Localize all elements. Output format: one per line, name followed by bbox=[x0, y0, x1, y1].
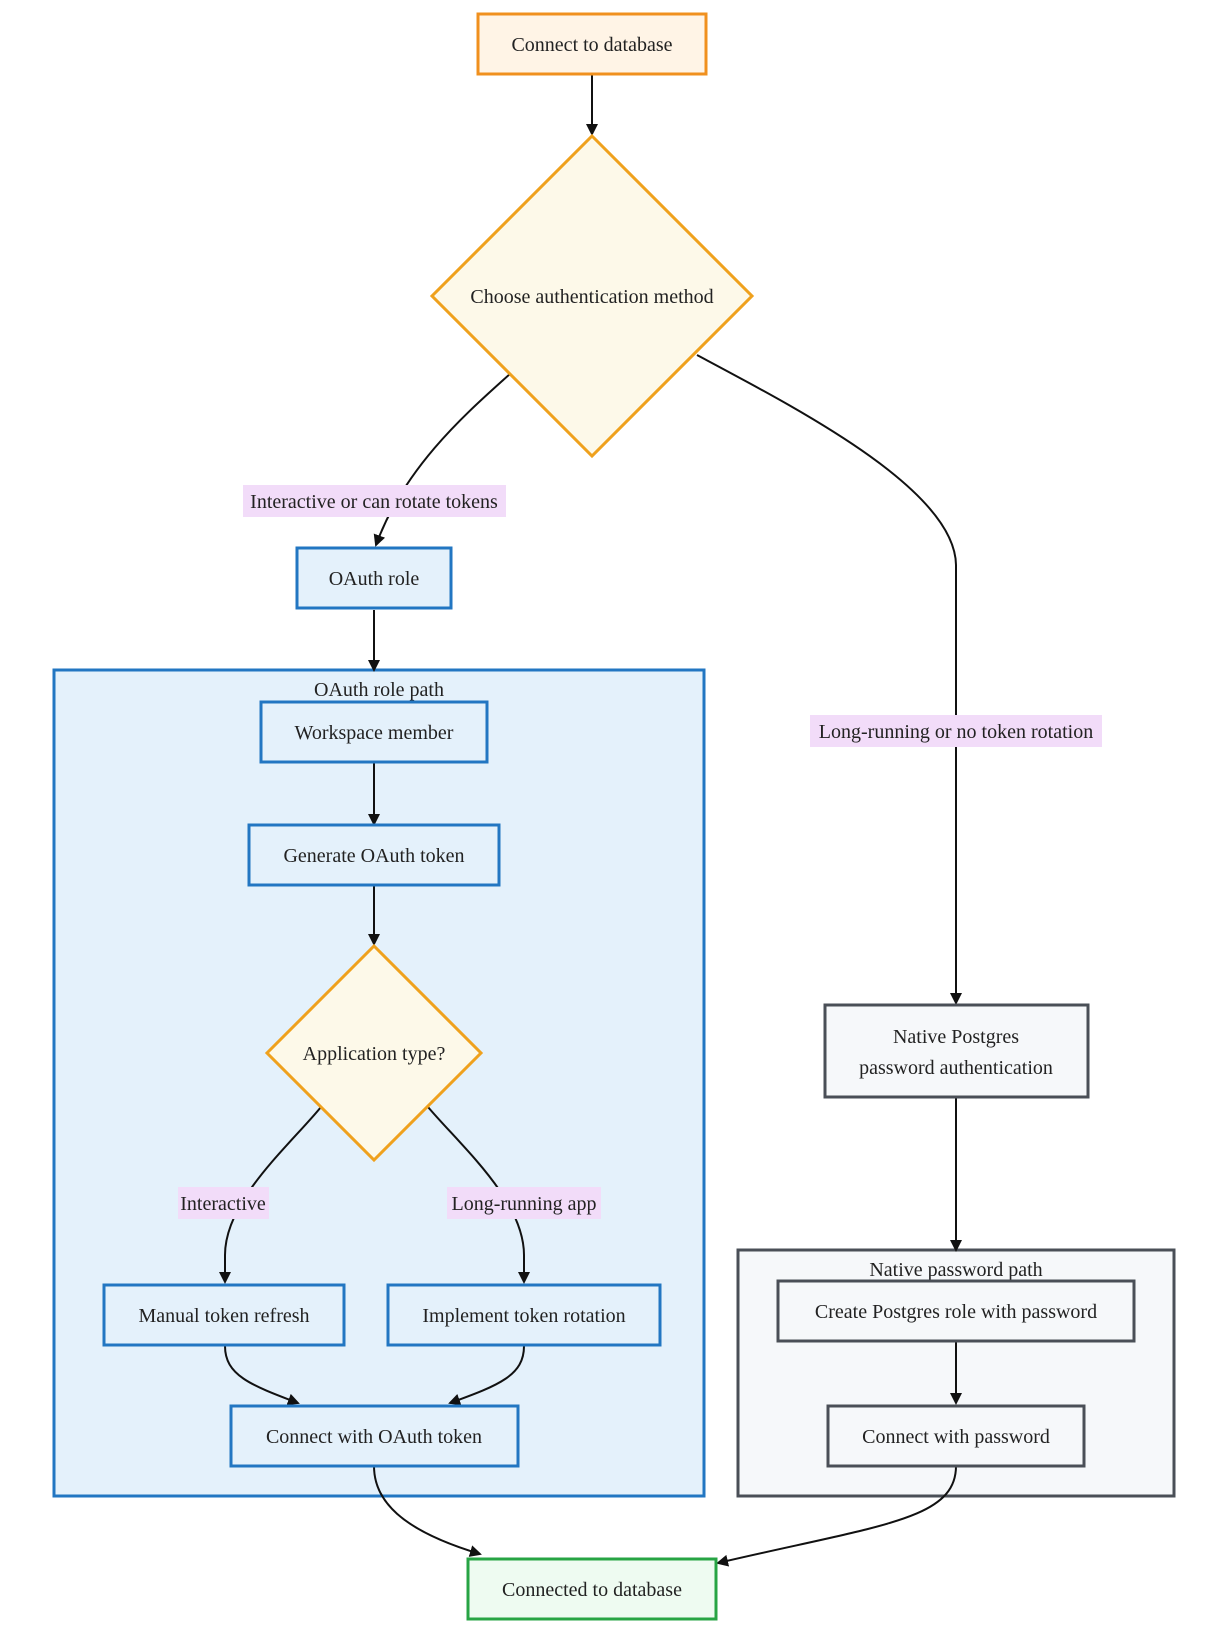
native-auth-node-label-line1: Native Postgres bbox=[893, 1026, 1019, 1048]
connect-password-node bbox=[826, 1404, 1086, 1468]
edge-rotation-to-connect-oauth bbox=[448, 1345, 525, 1406]
edge-manual-to-connect-oauth bbox=[224, 1345, 300, 1406]
edge-connect-oauth-to-end bbox=[373, 1465, 482, 1557]
edge-apptype-to-rotation bbox=[427, 1106, 530, 1284]
oauth-role-node bbox=[295, 546, 453, 610]
native-auth-node-label-line2: password authentication bbox=[859, 1057, 1053, 1079]
native-path-group-title: Native password path bbox=[869, 1259, 1042, 1281]
oauth-role-node-label: OAuth role bbox=[329, 568, 420, 590]
create-role-node-label: Create Postgres role with password bbox=[815, 1301, 1097, 1323]
native-auth-node bbox=[823, 1003, 1090, 1099]
connect-password-node-label: Connect with password bbox=[862, 1426, 1050, 1448]
token-rotation-node bbox=[386, 1283, 662, 1347]
oauth-path-group-title: OAuth role path bbox=[314, 679, 444, 701]
end-node-label: Connected to database bbox=[502, 1579, 682, 1601]
edge-label-bg-interactive bbox=[178, 1187, 269, 1219]
edge-label-bg-long-running-app bbox=[447, 1187, 601, 1219]
end-node bbox=[466, 1557, 718, 1621]
edge-label-interactive-rotate: Interactive or can rotate tokens bbox=[250, 491, 498, 513]
token-rotation-node-label: Implement token rotation bbox=[422, 1305, 625, 1327]
connect-oauth-node-label: Connect with OAuth token bbox=[266, 1426, 482, 1448]
workspace-member-node bbox=[259, 700, 489, 764]
edge-label-interactive: Interactive bbox=[180, 1193, 266, 1215]
edge-choose-to-native-auth bbox=[696, 354, 962, 1005]
create-role-node bbox=[776, 1279, 1136, 1343]
start-node bbox=[476, 12, 708, 76]
start-node-label: Connect to database bbox=[511, 34, 672, 56]
manual-refresh-node bbox=[102, 1283, 346, 1347]
edge-label-long-running-no-rotation: Long-running or no token rotation bbox=[819, 721, 1093, 743]
edge-label-bg-interactive-rotate bbox=[243, 485, 506, 517]
app-type-decision bbox=[264, 943, 484, 1163]
workspace-member-node-label: Workspace member bbox=[295, 722, 454, 744]
edge-label-bg-long-running-no-rotation bbox=[810, 715, 1102, 747]
generate-token-node bbox=[247, 823, 501, 887]
choose-auth-decision-label: Choose authentication method bbox=[470, 286, 713, 308]
edge-label-long-running-app: Long-running app bbox=[452, 1193, 597, 1215]
choose-auth-decision bbox=[429, 133, 755, 459]
connect-oauth-node bbox=[229, 1404, 520, 1468]
edge-connect-password-to-end bbox=[716, 1465, 957, 1567]
app-type-decision-label: Application type? bbox=[303, 1043, 446, 1065]
edge-apptype-to-manual bbox=[219, 1106, 322, 1284]
manual-refresh-node-label: Manual token refresh bbox=[138, 1305, 309, 1327]
generate-token-node-label: Generate OAuth token bbox=[283, 845, 464, 867]
edge-choose-to-oauth-role bbox=[373, 372, 512, 547]
